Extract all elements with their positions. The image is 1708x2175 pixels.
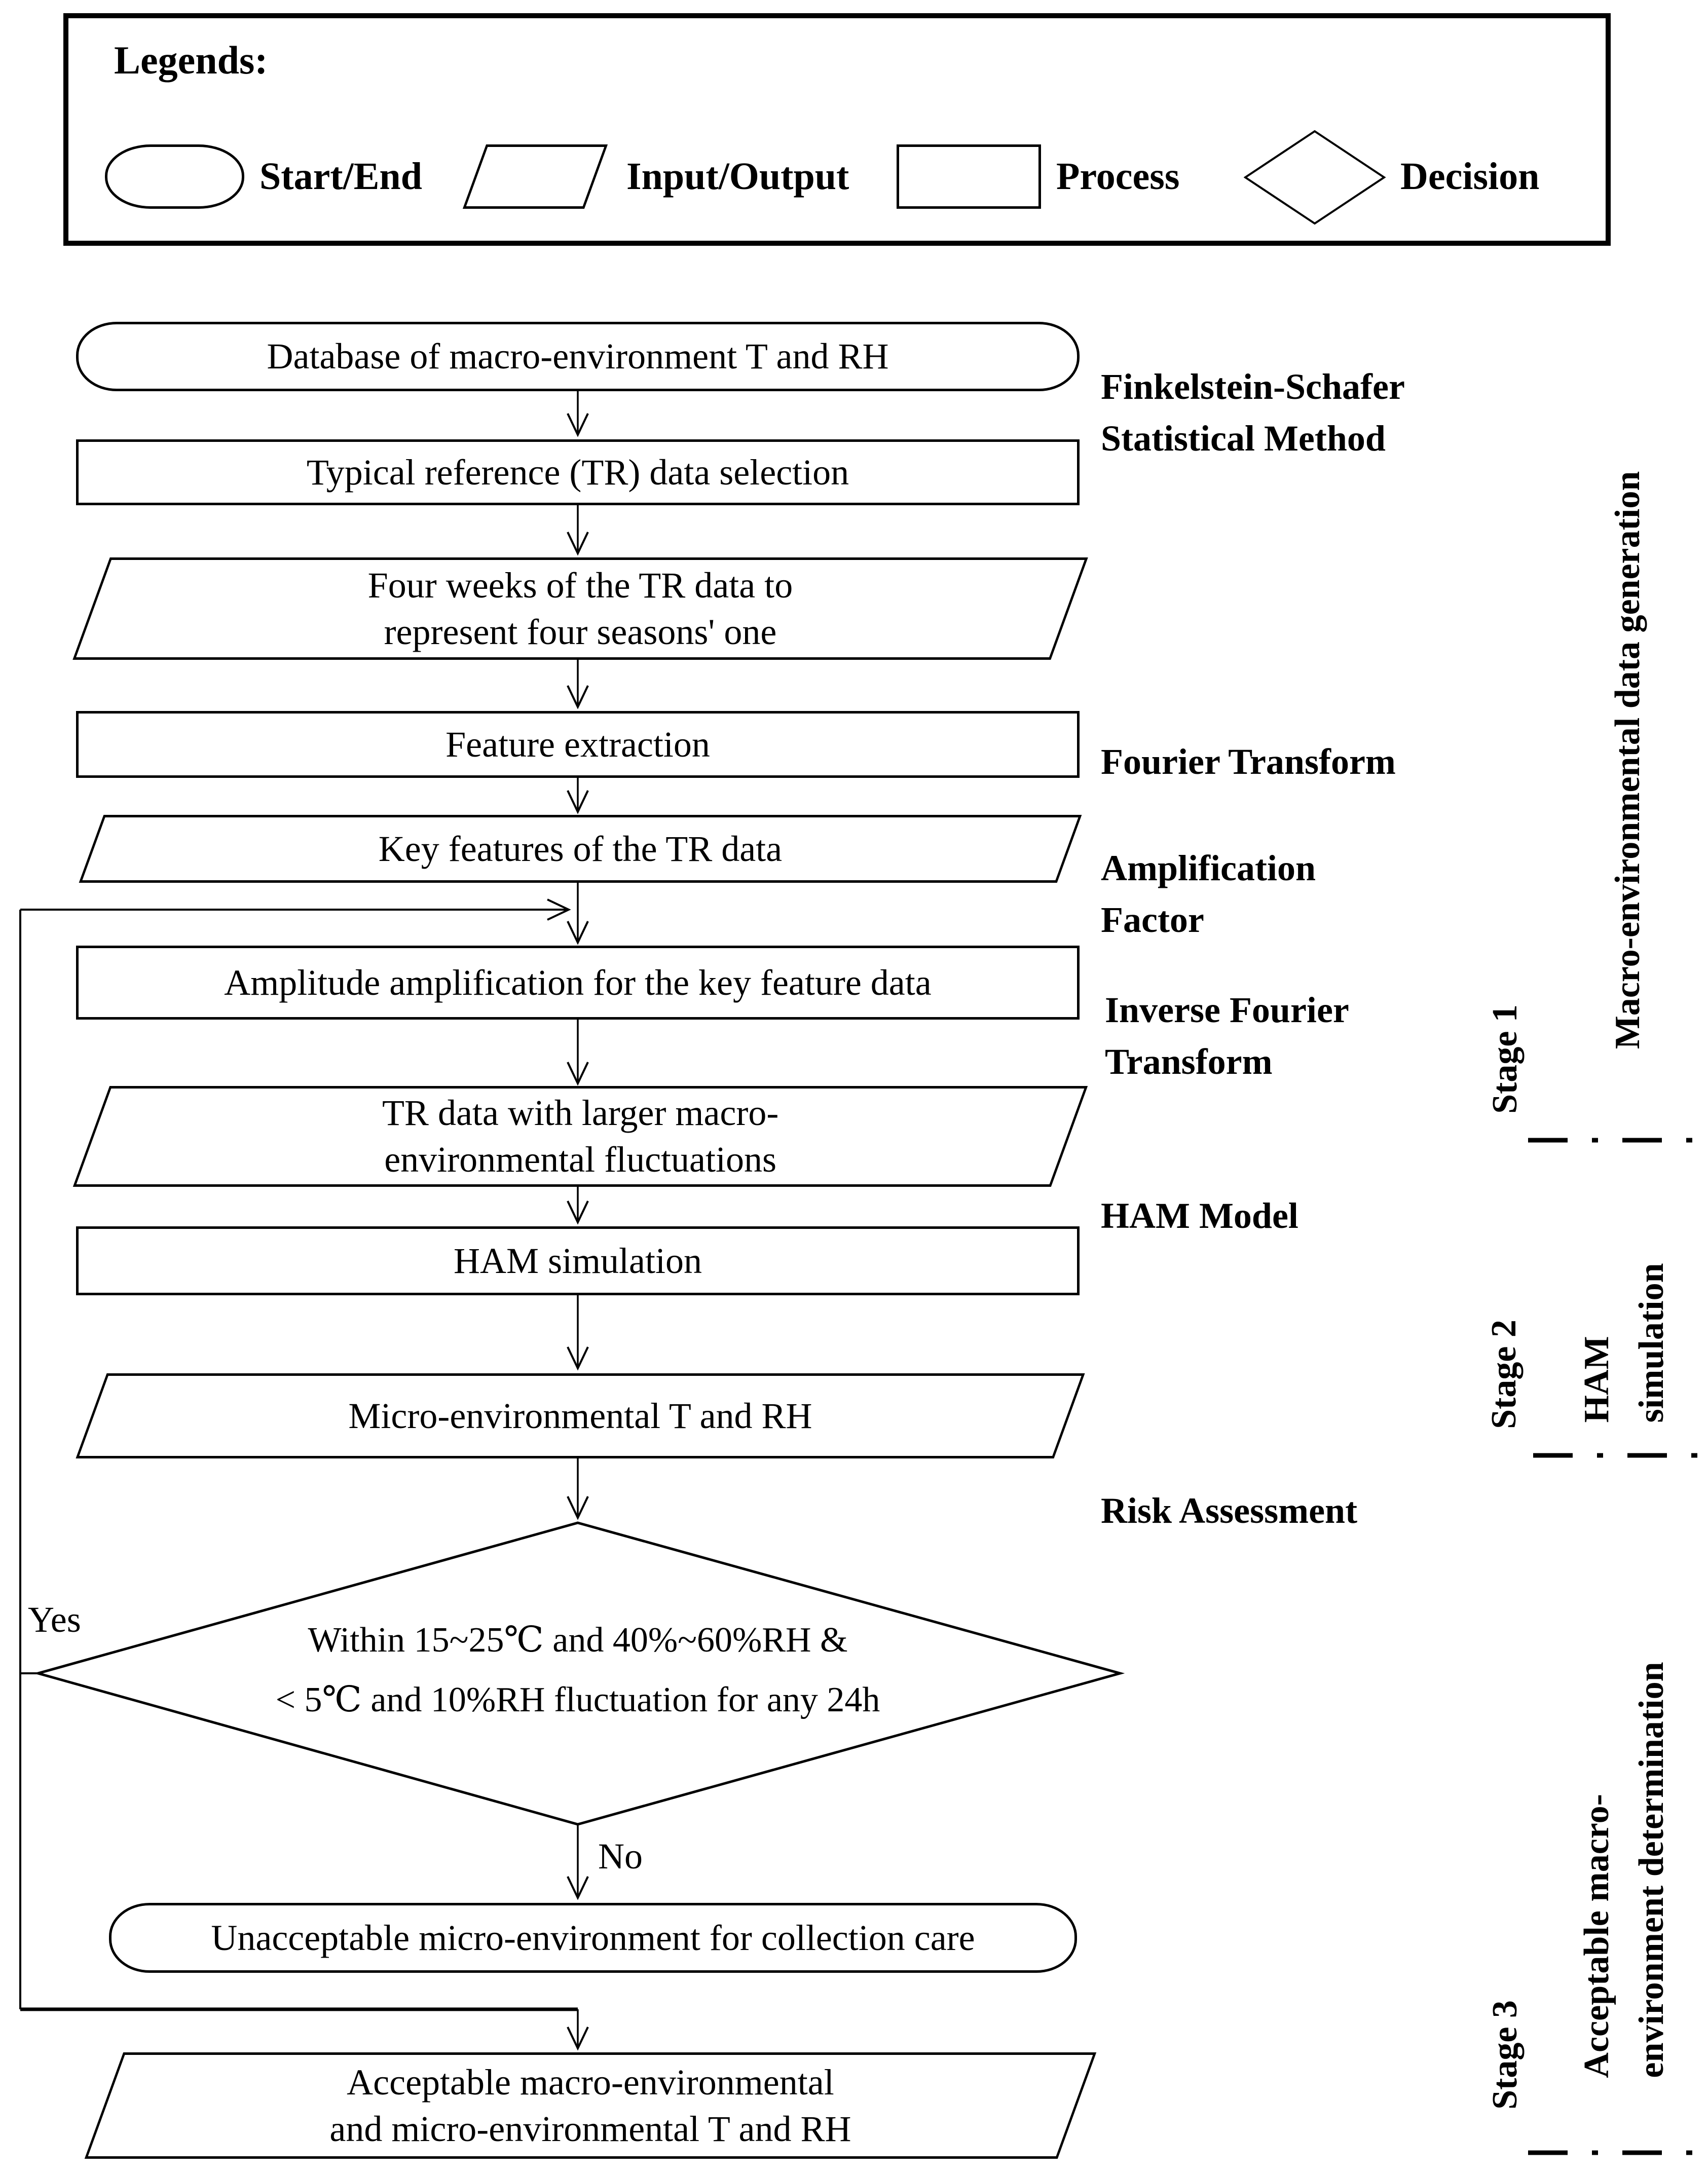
annotation-amplification-factor: Amplification Factor [1101,842,1316,946]
io-four-weeks-line1: Four weeks of the TR data to [367,565,793,606]
legend-input-output-shape [462,144,608,209]
annotation-amplification-line2: Factor [1101,899,1204,940]
stage2-label: Stage 2 [1484,1320,1524,1429]
stage2-caption-line1: HAM [1577,1336,1616,1423]
io-tr-larger-line2: environmental fluctuations [384,1139,776,1180]
stage3-caption-line2: environment determination [1632,1662,1671,2078]
legend-process-label: Process [1056,155,1180,198]
annotation-fourier-transform: Fourier Transform [1101,741,1396,782]
io-tr-larger: TR data with larger macro- environmental… [72,1086,1088,1187]
process-amplitude-amplification: Amplitude amplification for the key feat… [76,946,1080,1020]
io-key-features-label: Key features of the TR data [378,828,783,869]
legend-box: Legends: Start/End Input/Output Process … [63,13,1611,246]
stage3-caption: Acceptable macro- environment determinat… [1570,1662,1679,2078]
process-ham-simulation-label: HAM simulation [453,1240,702,1281]
io-micro-environmental: Micro-environmental T and RH [76,1373,1085,1458]
yes-label: Yes [28,1599,81,1640]
decision-line1: Within 15~25℃ and 40%~60%RH & [308,1621,848,1660]
decision-line2: < 5℃ and 10%RH fluctuation for any 24h [275,1680,880,1719]
annotation-risk-assessment: Risk Assessment [1101,1490,1358,1531]
io-four-weeks-line2: represent four seasons' one [384,612,777,652]
io-acceptable: Acceptable macro-environmental and micro… [84,2052,1097,2159]
annotation-amplification-line1: Amplification [1101,848,1316,888]
annotation-inverse-fourier-line1: Inverse Fourier [1105,990,1349,1030]
stage2-caption: HAM simulation [1570,1263,1679,1422]
annotation-inverse-fourier: Inverse Fourier Transform [1105,984,1349,1088]
terminator-unacceptable: Unacceptable micro-environment for colle… [109,1903,1077,1973]
decision-diamond-shape [33,1521,1125,1826]
terminator-database-label: Database of macro-environment T and RH [267,336,889,377]
no-label: No [598,1836,643,1877]
terminator-unacceptable-label: Unacceptable micro-environment for colle… [211,1917,975,1958]
io-acceptable-line1: Acceptable macro-environmental [347,2061,834,2103]
annotation-ham-model: HAM Model [1101,1195,1298,1236]
stage1-label: Stage 1 [1486,1004,1525,1114]
process-feature-extraction-label: Feature extraction [445,724,710,765]
stage3-label: Stage 3 [1486,2000,1525,2110]
legend-process-shape [897,144,1041,209]
legend-input-output-label: Input/Output [626,155,849,198]
stage2-caption-line2: simulation [1632,1263,1671,1423]
legend-decision-label: Decision [1400,155,1540,198]
legend-title: Legends: [114,38,268,82]
annotation-finkelstein-line1: Finkelstein-Schafer [1101,366,1405,407]
process-tr-selection-label: Typical reference (TR) data selection [306,452,849,493]
annotation-finkelstein-schafer: Finkelstein-Schafer Statistical Method [1101,361,1405,464]
stage3-caption-line1: Acceptable macro- [1577,1794,1616,2078]
process-feature-extraction: Feature extraction [76,711,1080,778]
annotation-finkelstein-line2: Statistical Method [1101,418,1386,459]
process-ham-simulation: HAM simulation [76,1226,1080,1295]
legend-decision-shape [1244,130,1386,225]
io-tr-larger-line1: TR data with larger macro- [382,1093,779,1134]
io-four-weeks: Four weeks of the TR data to represent f… [72,557,1088,660]
io-acceptable-line2: and micro-environmental T and RH [329,2109,851,2149]
legend-start-end-shape [105,144,244,209]
io-micro-environmental-label: Micro-environmental T and RH [348,1395,812,1436]
process-amplitude-amplification-label: Amplitude amplification for the key feat… [224,962,932,1003]
legend-start-end-label: Start/End [259,155,422,198]
decision-text: Within 15~25℃ and 40%~60%RH & < 5℃ and 1… [127,1610,1029,1730]
terminator-database: Database of macro-environment T and RH [76,322,1080,391]
io-key-features: Key features of the TR data [79,815,1082,883]
process-tr-selection: Typical reference (TR) data selection [76,439,1080,505]
stage1-caption: Macro-environmental data generation [1608,471,1647,1049]
annotation-inverse-fourier-line2: Transform [1105,1041,1273,1082]
